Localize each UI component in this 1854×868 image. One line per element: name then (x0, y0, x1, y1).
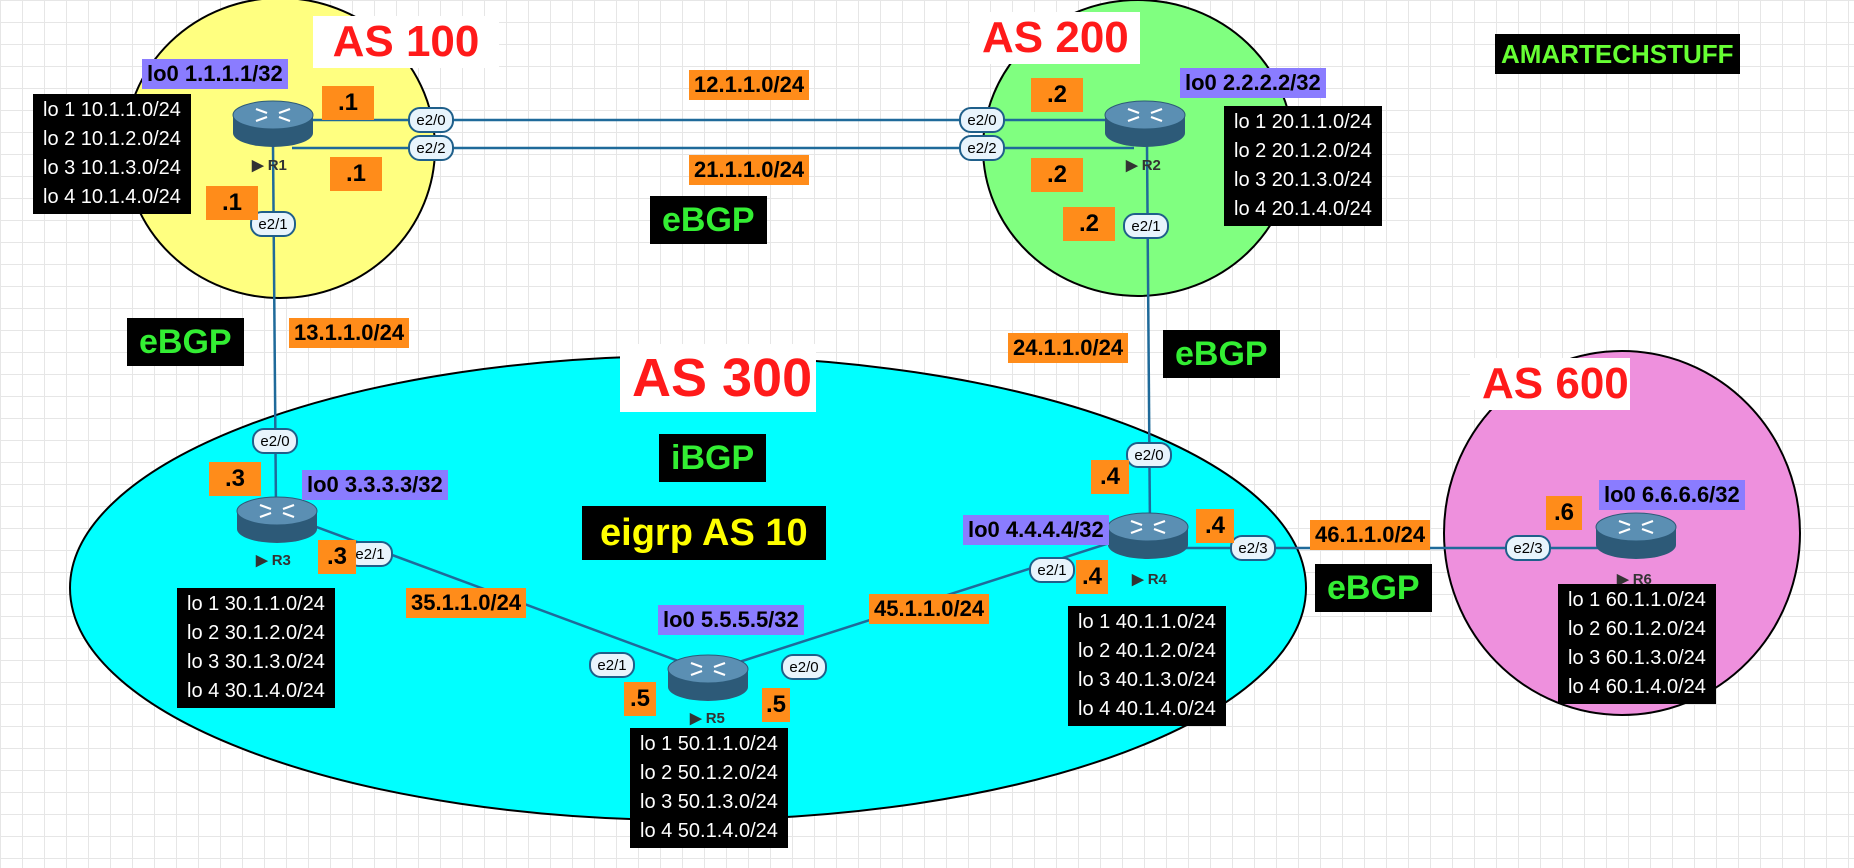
lo0-r3: lo0 3.3.3.3/32 (302, 470, 448, 500)
router-r1-icon[interactable] (230, 95, 316, 149)
iface-r4-e2-3[interactable]: e2/3 (1230, 535, 1276, 561)
as600-title: AS 600 (1470, 358, 1630, 410)
loopback-entry: lo 2 30.1.2.0/24 (187, 622, 325, 644)
host-r1-bottom: .1 (206, 186, 258, 220)
iface-r4-e2-0[interactable]: e2/0 (1126, 442, 1172, 468)
router-r6-icon[interactable] (1593, 507, 1679, 561)
as100-title: AS 100 (313, 16, 499, 68)
loopback-entry: lo 4 60.1.4.0/24 (1568, 676, 1706, 698)
lo0-r5: lo0 5.5.5.5/32 (658, 605, 804, 635)
ebgp-label-r4-r6: eBGP (1315, 564, 1432, 612)
eigrp-label: eigrp AS 10 (582, 506, 826, 560)
lo0-r2: lo0 2.2.2.2/32 (1180, 68, 1326, 98)
loopbacks-r6: lo 1 60.1.1.0/24 lo 2 60.1.2.0/24 lo 3 6… (1558, 584, 1716, 704)
loopback-entry: lo 2 60.1.2.0/24 (1568, 618, 1706, 640)
host-r4-bottom: .4 (1076, 560, 1108, 594)
loopback-entry: lo 4 20.1.4.0/24 (1234, 198, 1372, 220)
iface-r4-e2-1[interactable]: e2/1 (1029, 557, 1075, 583)
as200-title: AS 200 (970, 12, 1140, 64)
iface-r5-e2-0[interactable]: e2/0 (781, 654, 827, 680)
host-r2-bottom: .2 (1063, 207, 1115, 241)
host-r4-top: .4 (1091, 460, 1129, 494)
loopback-entry: lo 3 30.1.3.0/24 (187, 651, 325, 673)
loopback-entry: lo 2 20.1.2.0/24 (1234, 140, 1372, 162)
host-r3-right: .3 (318, 540, 356, 574)
router-r1-name: ▶ R1 (252, 157, 287, 174)
loopback-entry: lo 4 30.1.4.0/24 (187, 680, 325, 702)
loopback-entry: lo 1 40.1.1.0/24 (1078, 611, 1216, 633)
loopbacks-r3: lo 1 30.1.1.0/24 lo 2 30.1.2.0/24 lo 3 3… (177, 588, 335, 708)
router-r2-icon[interactable] (1102, 95, 1188, 149)
loopback-entry: lo 1 10.1.1.0/24 (43, 99, 181, 121)
loopbacks-r4: lo 1 40.1.1.0/24 lo 2 40.1.2.0/24 lo 3 4… (1068, 606, 1226, 726)
host-r5-right: .5 (762, 688, 790, 722)
loopback-entry: lo 3 60.1.3.0/24 (1568, 647, 1706, 669)
subnet-r4-r5: 45.1.1.0/24 (869, 594, 990, 624)
subnet-r2-r4: 24.1.1.0/24 (1008, 333, 1129, 363)
loopback-entry: lo 4 40.1.4.0/24 (1078, 698, 1216, 720)
iface-r2-e2-1[interactable]: e2/1 (1123, 213, 1169, 239)
subnet-r4-r6: 46.1.1.0/24 (1310, 520, 1431, 550)
loopback-entry: lo 1 60.1.1.0/24 (1568, 589, 1706, 611)
host-r3-top: .3 (209, 462, 261, 496)
ebgp-label-r1-r2: eBGP (650, 196, 767, 244)
subnet-r1-r2-a: 12.1.1.0/24 (689, 70, 810, 100)
loopback-entry: lo 1 20.1.1.0/24 (1234, 111, 1372, 133)
loopback-entry: lo 3 50.1.3.0/24 (640, 791, 778, 813)
iface-r6-e2-3[interactable]: e2/3 (1505, 535, 1551, 561)
ebgp-label-r1-r3: eBGP (127, 318, 244, 366)
host-r2-top: .2 (1031, 78, 1083, 112)
host-r1-mid: .1 (330, 157, 382, 191)
subnet-r1-r3: 13.1.1.0/24 (289, 318, 410, 348)
loopbacks-r5: lo 1 50.1.1.0/24 lo 2 50.1.2.0/24 lo 3 5… (630, 728, 788, 848)
ibgp-label: iBGP (659, 434, 767, 482)
iface-r3-e2-0[interactable]: e2/0 (252, 428, 298, 454)
host-r2-mid: .2 (1031, 158, 1083, 192)
brand-label: AMARTECHSTUFF (1495, 34, 1740, 74)
loopback-entry: lo 2 50.1.2.0/24 (640, 762, 778, 784)
iface-r1-e2-1[interactable]: e2/1 (250, 211, 296, 237)
lo0-r4: lo0 4.4.4.4/32 (963, 515, 1109, 545)
ebgp-label-r2-r4: eBGP (1163, 330, 1280, 378)
lo0-r6: lo0 6.6.6.6/32 (1599, 480, 1745, 510)
loopback-entry: lo 4 50.1.4.0/24 (640, 820, 778, 842)
as300-title: AS 300 (620, 344, 816, 412)
subnet-r3-r5: 35.1.1.0/24 (406, 588, 527, 618)
router-r6-name: ▶ R6 (1617, 571, 1652, 588)
host-r5-left: .5 (624, 682, 656, 716)
iface-r1-e2-2[interactable]: e2/2 (408, 135, 454, 161)
loopbacks-r2: lo 1 20.1.1.0/24 lo 2 20.1.2.0/24 lo 3 2… (1224, 106, 1382, 226)
loopback-entry: lo 2 40.1.2.0/24 (1078, 640, 1216, 662)
host-r6: .6 (1546, 496, 1582, 530)
loopback-entry: lo 3 20.1.3.0/24 (1234, 169, 1372, 191)
loopback-entry: lo 3 40.1.3.0/24 (1078, 669, 1216, 691)
loopback-entry: lo 1 50.1.1.0/24 (640, 733, 778, 755)
loopback-entry: lo 4 10.1.4.0/24 (43, 186, 181, 208)
iface-r1-e2-0[interactable]: e2/0 (408, 107, 454, 133)
loopback-entry: lo 3 10.1.3.0/24 (43, 157, 181, 179)
host-r4-right: .4 (1196, 509, 1234, 543)
router-r2-name: ▶ R2 (1126, 157, 1161, 174)
router-r5-name: ▶ R5 (690, 710, 725, 727)
subnet-r1-r2-b: 21.1.1.0/24 (689, 155, 810, 185)
iface-r5-e2-1[interactable]: e2/1 (589, 652, 635, 678)
router-r5-icon[interactable] (665, 649, 751, 703)
router-r3-name: ▶ R3 (256, 552, 291, 569)
host-r1-top: .1 (322, 86, 374, 120)
iface-r2-e2-0[interactable]: e2/0 (959, 107, 1005, 133)
iface-r2-e2-2[interactable]: e2/2 (959, 135, 1005, 161)
loopback-entry: lo 1 30.1.1.0/24 (187, 593, 325, 615)
router-r4-icon[interactable] (1105, 507, 1191, 561)
loopback-entry: lo 2 10.1.2.0/24 (43, 128, 181, 150)
lo0-r1: lo0 1.1.1.1/32 (142, 59, 288, 89)
loopbacks-r1: lo 1 10.1.1.0/24 lo 2 10.1.2.0/24 lo 3 1… (33, 94, 191, 214)
router-r4-name: ▶ R4 (1132, 571, 1167, 588)
